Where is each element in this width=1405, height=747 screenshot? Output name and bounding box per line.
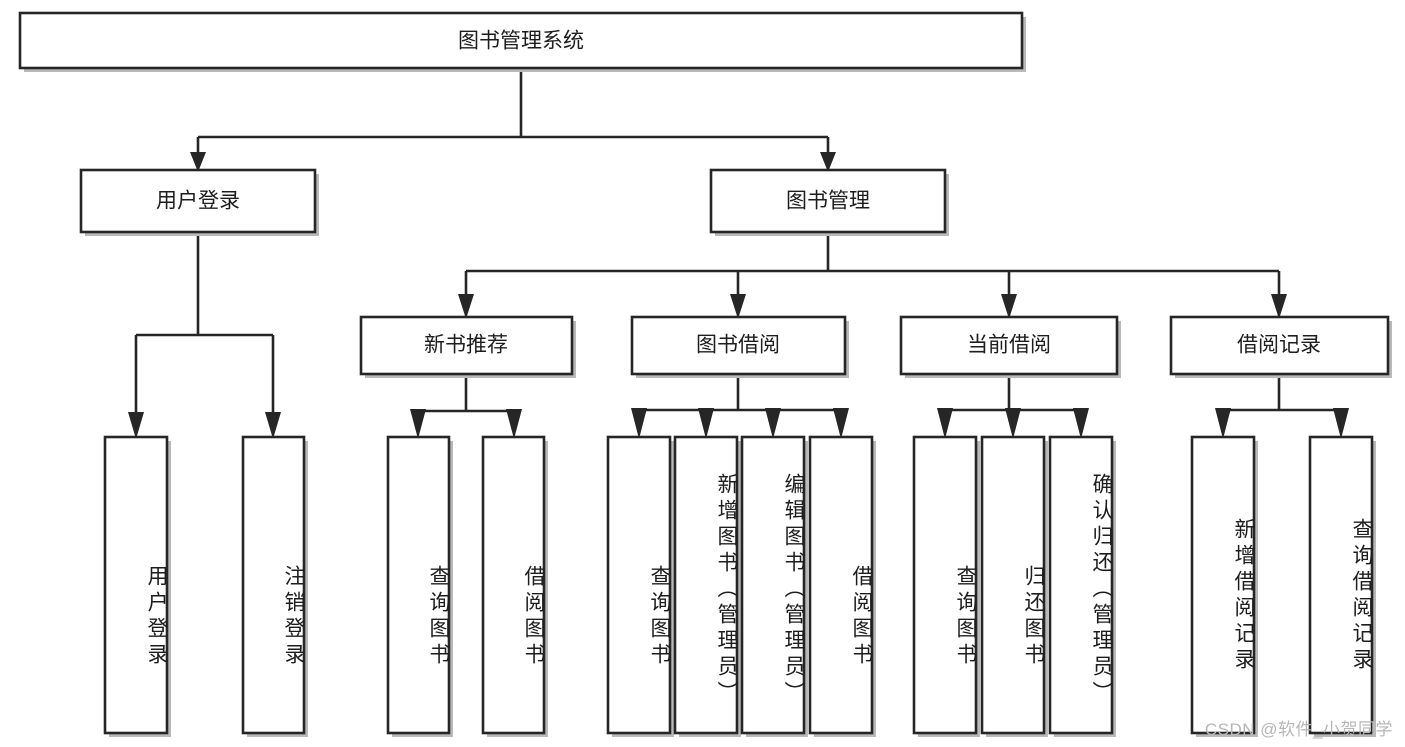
- arrowhead-current-borrow: [1001, 294, 1017, 319]
- arrowhead-leaf-query-book-2: [631, 408, 647, 439]
- watermark-text: CSDN @软件_小贺同学: [1204, 720, 1393, 739]
- node-leaf-query-book-1[interactable]: [386, 435, 451, 735]
- node-layer: 图书管理系统 用户登录 图书管理 新书推荐 图书借阅 当前借阅 借阅记录: [18, 11, 1392, 737]
- arrowhead-book-manage: [820, 152, 836, 172]
- node-leaf-add-record[interactable]: [1190, 435, 1256, 735]
- node-new-book-rec[interactable]: [359, 315, 574, 376]
- arrowhead-new-book-rec: [458, 294, 474, 319]
- node-leaf-borrow-book-1[interactable]: [481, 435, 546, 735]
- arrowhead-borrow-record: [1271, 294, 1287, 319]
- arrowhead-layer: [128, 152, 1349, 439]
- node-leaf-query-book-3[interactable]: [912, 435, 978, 735]
- node-current-borrow[interactable]: [899, 315, 1119, 376]
- node-leaf-return-book[interactable]: [980, 435, 1046, 735]
- node-book-borrow-label: 图书借阅: [696, 334, 780, 357]
- node-leaf-confirm-return[interactable]: [1048, 435, 1114, 735]
- arrowhead-leaf-query-record: [1333, 408, 1349, 439]
- node-user-login-label: 用户登录: [156, 190, 240, 213]
- node-book-manage-label: 图书管理: [786, 190, 870, 213]
- arrowhead-leaf-add-record: [1215, 408, 1231, 439]
- node-book-manage[interactable]: [709, 168, 947, 234]
- node-leaf-user-logout[interactable]: [241, 435, 306, 735]
- arrowhead-leaf-user-login: [128, 412, 144, 439]
- node-leaf-borrow-book-2[interactable]: [808, 435, 874, 735]
- node-borrow-record[interactable]: [1169, 315, 1390, 376]
- node-borrow-record-label: 借阅记录: [1237, 334, 1321, 357]
- arrowhead-leaf-return-book: [1005, 408, 1021, 439]
- arrowhead-leaf-query-book-3: [937, 408, 953, 439]
- node-leaf-edit-book[interactable]: [740, 435, 806, 735]
- node-leaf-add-book[interactable]: [673, 435, 739, 735]
- node-leaf-query-book-2[interactable]: [606, 435, 672, 735]
- root-node-label: 图书管理系统: [458, 30, 584, 53]
- arrowhead-user-login: [190, 152, 206, 172]
- node-user-login[interactable]: [79, 168, 317, 234]
- arrowhead-book-borrow: [730, 294, 746, 319]
- arrowhead-leaf-borrow-book-1: [506, 409, 522, 439]
- arrowhead-leaf-query-book-1: [410, 409, 426, 439]
- arrowhead-leaf-confirm-return: [1073, 408, 1089, 439]
- node-leaf-user-login[interactable]: [103, 435, 169, 735]
- node-book-borrow[interactable]: [630, 315, 847, 376]
- root-node-box[interactable]: [18, 11, 1024, 70]
- arrowhead-leaf-add-book: [698, 408, 714, 439]
- node-new-book-rec-label: 新书推荐: [424, 334, 508, 357]
- node-leaf-query-record[interactable]: [1308, 435, 1374, 735]
- arrowhead-leaf-user-logout: [265, 412, 281, 439]
- arrowhead-leaf-edit-book: [765, 408, 781, 439]
- node-current-borrow-label: 当前借阅: [967, 334, 1051, 357]
- arrowhead-leaf-borrow-book-2: [833, 408, 849, 439]
